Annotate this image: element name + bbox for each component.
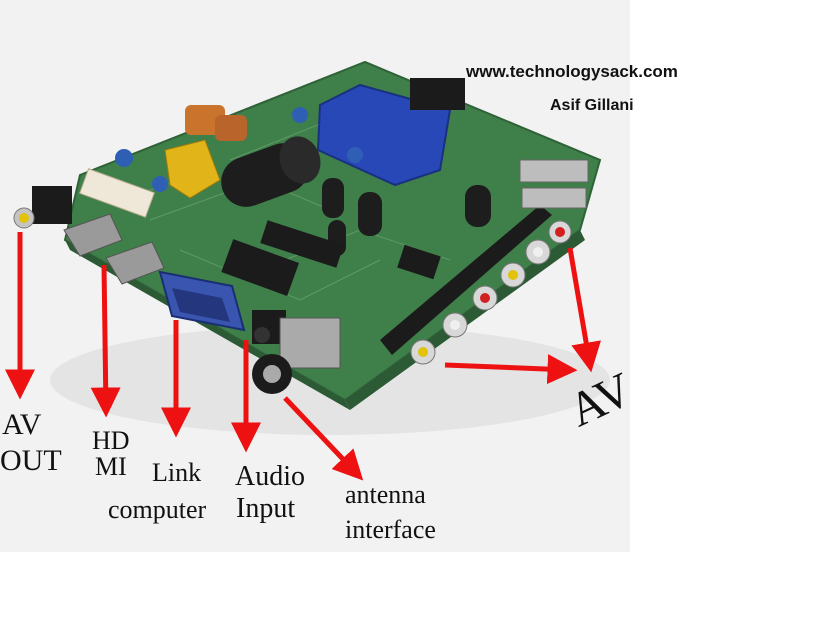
label-hdmi-1: HD: [92, 426, 130, 455]
main-ic-chip: [221, 239, 300, 296]
inductor-coils: [185, 105, 247, 141]
arrow-av-right: [567, 247, 601, 373]
pin-header: [260, 220, 344, 268]
label-link-1: Link: [152, 458, 202, 487]
ic-chip-2: [397, 244, 441, 280]
usb-ports: [519, 159, 589, 209]
author-name: Asif Gillani: [550, 97, 634, 114]
antenna-connector: [252, 317, 341, 394]
large-capacitor: [221, 136, 321, 207]
label-av-out-2: OUT: [0, 444, 62, 477]
rca-jacks: [410, 220, 572, 365]
label-antenna-2: interface: [345, 515, 436, 544]
website-header: www.technologysack.com: [466, 62, 678, 81]
hdmi-ports: [63, 213, 165, 285]
arrow-hdmi: [90, 264, 121, 418]
yellow-capacitor: [164, 139, 221, 199]
av-out-jack: [13, 186, 72, 229]
label-audio-1: Audio: [235, 461, 305, 492]
vga-port: [158, 270, 246, 332]
black-heatsink: [410, 78, 465, 110]
pointer-arrows: [5, 232, 601, 481]
label-audio-2: Input: [236, 493, 296, 524]
label-antenna-1: antenna: [345, 480, 426, 509]
label-link-2: computer: [108, 495, 207, 524]
rca-connector-bar: [380, 205, 552, 355]
label-hdmi-2: MI: [95, 452, 127, 481]
arrow-antenna: [283, 396, 364, 481]
label-av-out-1: AV: [2, 408, 42, 441]
ribbon-connector: [79, 168, 155, 218]
arrow-av-left: [444, 354, 578, 385]
